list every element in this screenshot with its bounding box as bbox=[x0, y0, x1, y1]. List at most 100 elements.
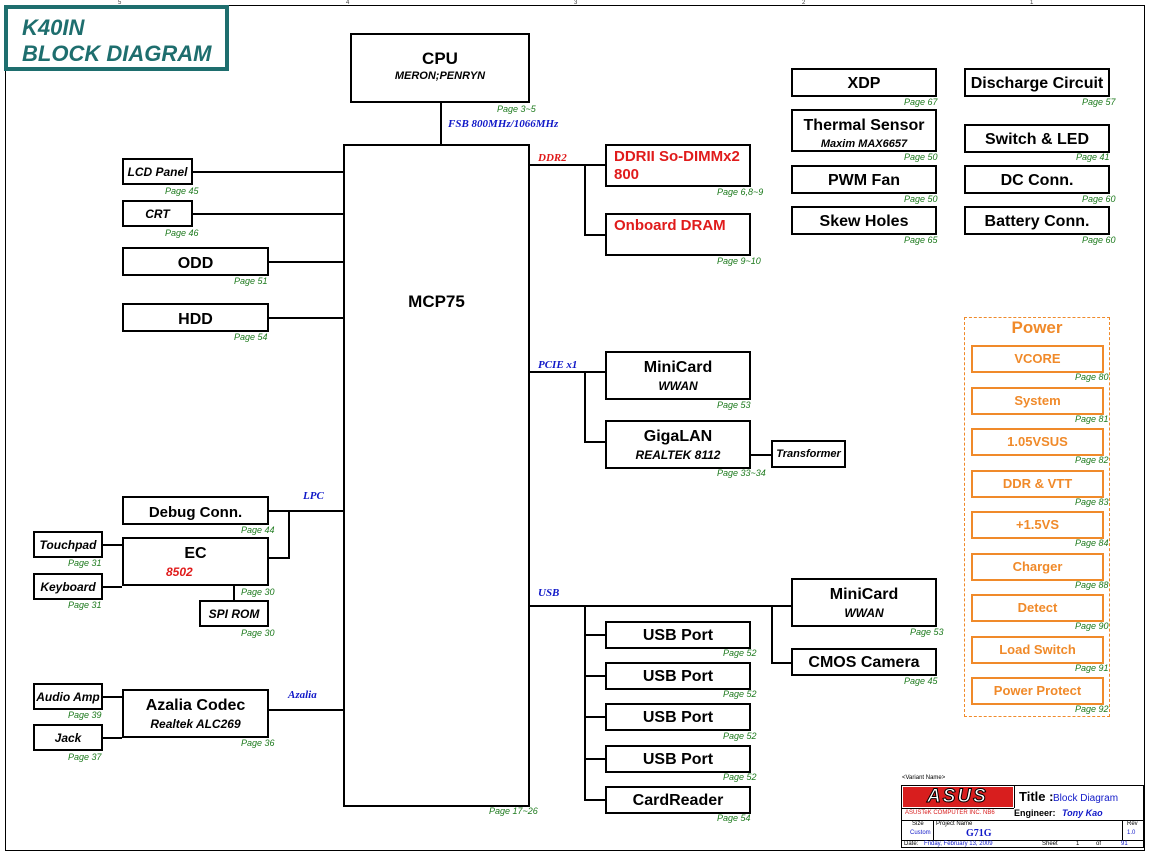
usb-port-3[interactable]: USB Port bbox=[605, 703, 751, 731]
usb3-label: USB Port bbox=[642, 709, 714, 726]
power-item-box[interactable]: DDR & VTT bbox=[971, 469, 1104, 498]
minicard-wwan-pcie-block[interactable]: MiniCard WWAN bbox=[605, 351, 751, 400]
gigalan-block[interactable]: GigaLAN REALTEK 8112 bbox=[605, 420, 751, 469]
gigalan-page: Page 33~34 bbox=[717, 468, 766, 478]
debug-conn-block[interactable]: Debug Conn. bbox=[122, 496, 269, 525]
cpu-block[interactable]: CPU MERON;PENRYN bbox=[350, 33, 530, 103]
sheet-label: Sheet bbox=[1042, 841, 1058, 847]
jack-label: Jack bbox=[54, 731, 82, 745]
lcd-panel-block[interactable]: LCD Panel bbox=[122, 158, 193, 185]
keyboard-page: Page 31 bbox=[68, 600, 102, 610]
cmos-camera-block[interactable]: CMOS Camera bbox=[791, 648, 937, 676]
odd-label: ODD bbox=[177, 255, 214, 272]
power-item-page: Page 84 bbox=[1075, 538, 1109, 548]
lpc-vertical bbox=[288, 510, 290, 559]
audio-amp-block[interactable]: Audio Amp bbox=[33, 683, 103, 710]
touchpad-block[interactable]: Touchpad bbox=[33, 531, 103, 558]
ec-block[interactable]: EC 8502 bbox=[122, 537, 269, 586]
thermal-sub: Maxim MAX6657 bbox=[820, 138, 908, 150]
keyboard-block[interactable]: Keyboard bbox=[33, 573, 103, 600]
azalia-bus-label: Azalia bbox=[288, 689, 317, 701]
hdd-block[interactable]: HDD bbox=[122, 303, 269, 332]
fsb-label: FSB 800MHz/1066MHz bbox=[448, 118, 559, 130]
minicard-wwan-usb-block[interactable]: MiniCard WWAN bbox=[791, 578, 937, 627]
crt-page: Page 46 bbox=[165, 228, 199, 238]
power-item-label: Load Switch bbox=[999, 641, 1076, 657]
usb1-page: Page 52 bbox=[723, 648, 757, 658]
minicard2-sub: WWAN bbox=[844, 606, 884, 620]
thermal-sensor-block[interactable]: Thermal Sensor Maxim MAX6657 bbox=[791, 109, 937, 152]
title-block: ASUS Title : Block Diagram ASUSTeK COMPU… bbox=[901, 785, 1145, 848]
audioamp-line bbox=[103, 696, 122, 698]
power-item-label: Detect bbox=[1017, 600, 1058, 615]
title-line-2: BLOCK DIAGRAM bbox=[22, 41, 212, 66]
usb-vertical-right bbox=[771, 605, 773, 663]
onboard-dram-block[interactable]: Onboard DRAM bbox=[605, 213, 751, 256]
asus-logo-text: ASUS bbox=[927, 786, 988, 808]
cmos-label: CMOS Camera bbox=[808, 654, 920, 671]
spirom-line bbox=[233, 586, 235, 600]
pwm-fan-block[interactable]: PWM Fan bbox=[791, 165, 937, 194]
pcie-label: PCIE x1 bbox=[538, 359, 578, 371]
crt-line bbox=[193, 213, 343, 215]
power-item-box[interactable]: 1.05VSUS bbox=[971, 428, 1104, 456]
crt-block[interactable]: CRT bbox=[122, 200, 193, 227]
power-item-box[interactable]: Charger bbox=[971, 552, 1104, 581]
discharge-label: Discharge Circuit bbox=[970, 75, 1104, 92]
switch-led-block[interactable]: Switch & LED bbox=[964, 124, 1110, 153]
mcp75-label: MCP75 bbox=[408, 292, 465, 311]
sodimm-page: Page 6,8~9 bbox=[717, 187, 764, 197]
gigalan-label: GigaLAN bbox=[643, 428, 713, 445]
spirom-label: SPI ROM bbox=[208, 607, 260, 621]
usb-port-4[interactable]: USB Port bbox=[605, 745, 751, 773]
usb3-page: Page 52 bbox=[723, 731, 757, 741]
dc-conn-block[interactable]: DC Conn. bbox=[964, 165, 1110, 194]
usb2-line bbox=[584, 675, 605, 677]
thermal-page: Page 50 bbox=[904, 152, 938, 162]
discharge-circuit-block[interactable]: Discharge Circuit bbox=[964, 68, 1110, 97]
mcp75-block[interactable]: MCP75 bbox=[343, 144, 530, 807]
power-item-box[interactable]: Load Switch bbox=[971, 635, 1104, 664]
border-tick: 2 bbox=[802, 0, 806, 6]
usb-port-2[interactable]: USB Port bbox=[605, 662, 751, 690]
azalia-codec-block[interactable]: Azalia Codec Realtek ALC269 bbox=[122, 689, 269, 738]
power-item-box[interactable]: Detect bbox=[971, 594, 1104, 622]
engineer-label: Engineer: bbox=[1014, 808, 1056, 818]
power-item-label: DDR & VTT bbox=[1002, 475, 1073, 491]
usb1-label: USB Port bbox=[642, 627, 714, 644]
usb-port-1[interactable]: USB Port bbox=[605, 621, 751, 649]
power-item-box[interactable]: Power Protect bbox=[971, 677, 1104, 705]
spi-rom-block[interactable]: SPI ROM bbox=[199, 600, 269, 627]
power-item-box[interactable]: System bbox=[971, 386, 1104, 415]
lcd-label: LCD Panel bbox=[127, 165, 188, 179]
odd-block[interactable]: ODD bbox=[122, 247, 269, 276]
border-frame bbox=[5, 5, 1145, 851]
ddr2-vertical bbox=[584, 164, 586, 235]
azalia-bus-line bbox=[269, 709, 343, 711]
pcie-bus bbox=[530, 371, 605, 373]
title-line-1: K40IN bbox=[22, 15, 85, 40]
transformer-block[interactable]: Transformer bbox=[771, 440, 846, 468]
usb-label: USB bbox=[538, 587, 560, 599]
project-value: G71G bbox=[966, 828, 992, 839]
border-tick: 1 bbox=[1030, 0, 1034, 6]
odd-line bbox=[269, 261, 343, 263]
sodimm-block[interactable]: DDRII So-DIMMx2 800 bbox=[605, 144, 751, 187]
usb4-page: Page 52 bbox=[723, 772, 757, 782]
date-label: Date: bbox=[904, 841, 919, 847]
cardreader-block[interactable]: CardReader bbox=[605, 786, 751, 814]
jack-block[interactable]: Jack bbox=[33, 724, 103, 751]
power-item-label: System bbox=[1014, 392, 1061, 408]
diagram-title: K40IN BLOCK DIAGRAM bbox=[4, 5, 229, 71]
usb1-line bbox=[584, 634, 605, 636]
power-item-page: Page 82 bbox=[1075, 455, 1109, 465]
xdp-block[interactable]: XDP bbox=[791, 68, 937, 97]
battery-conn-block[interactable]: Battery Conn. bbox=[964, 206, 1110, 235]
skew-holes-block[interactable]: Skew Holes bbox=[791, 206, 937, 235]
lpc-line-debug bbox=[269, 510, 289, 512]
power-item-box[interactable]: VCORE bbox=[971, 345, 1104, 373]
power-item-box[interactable]: +1.5VS bbox=[971, 511, 1104, 539]
power-item-label: 1.05VSUS bbox=[1007, 434, 1068, 449]
odd-page: Page 51 bbox=[234, 276, 268, 286]
cmos-line bbox=[771, 662, 791, 664]
